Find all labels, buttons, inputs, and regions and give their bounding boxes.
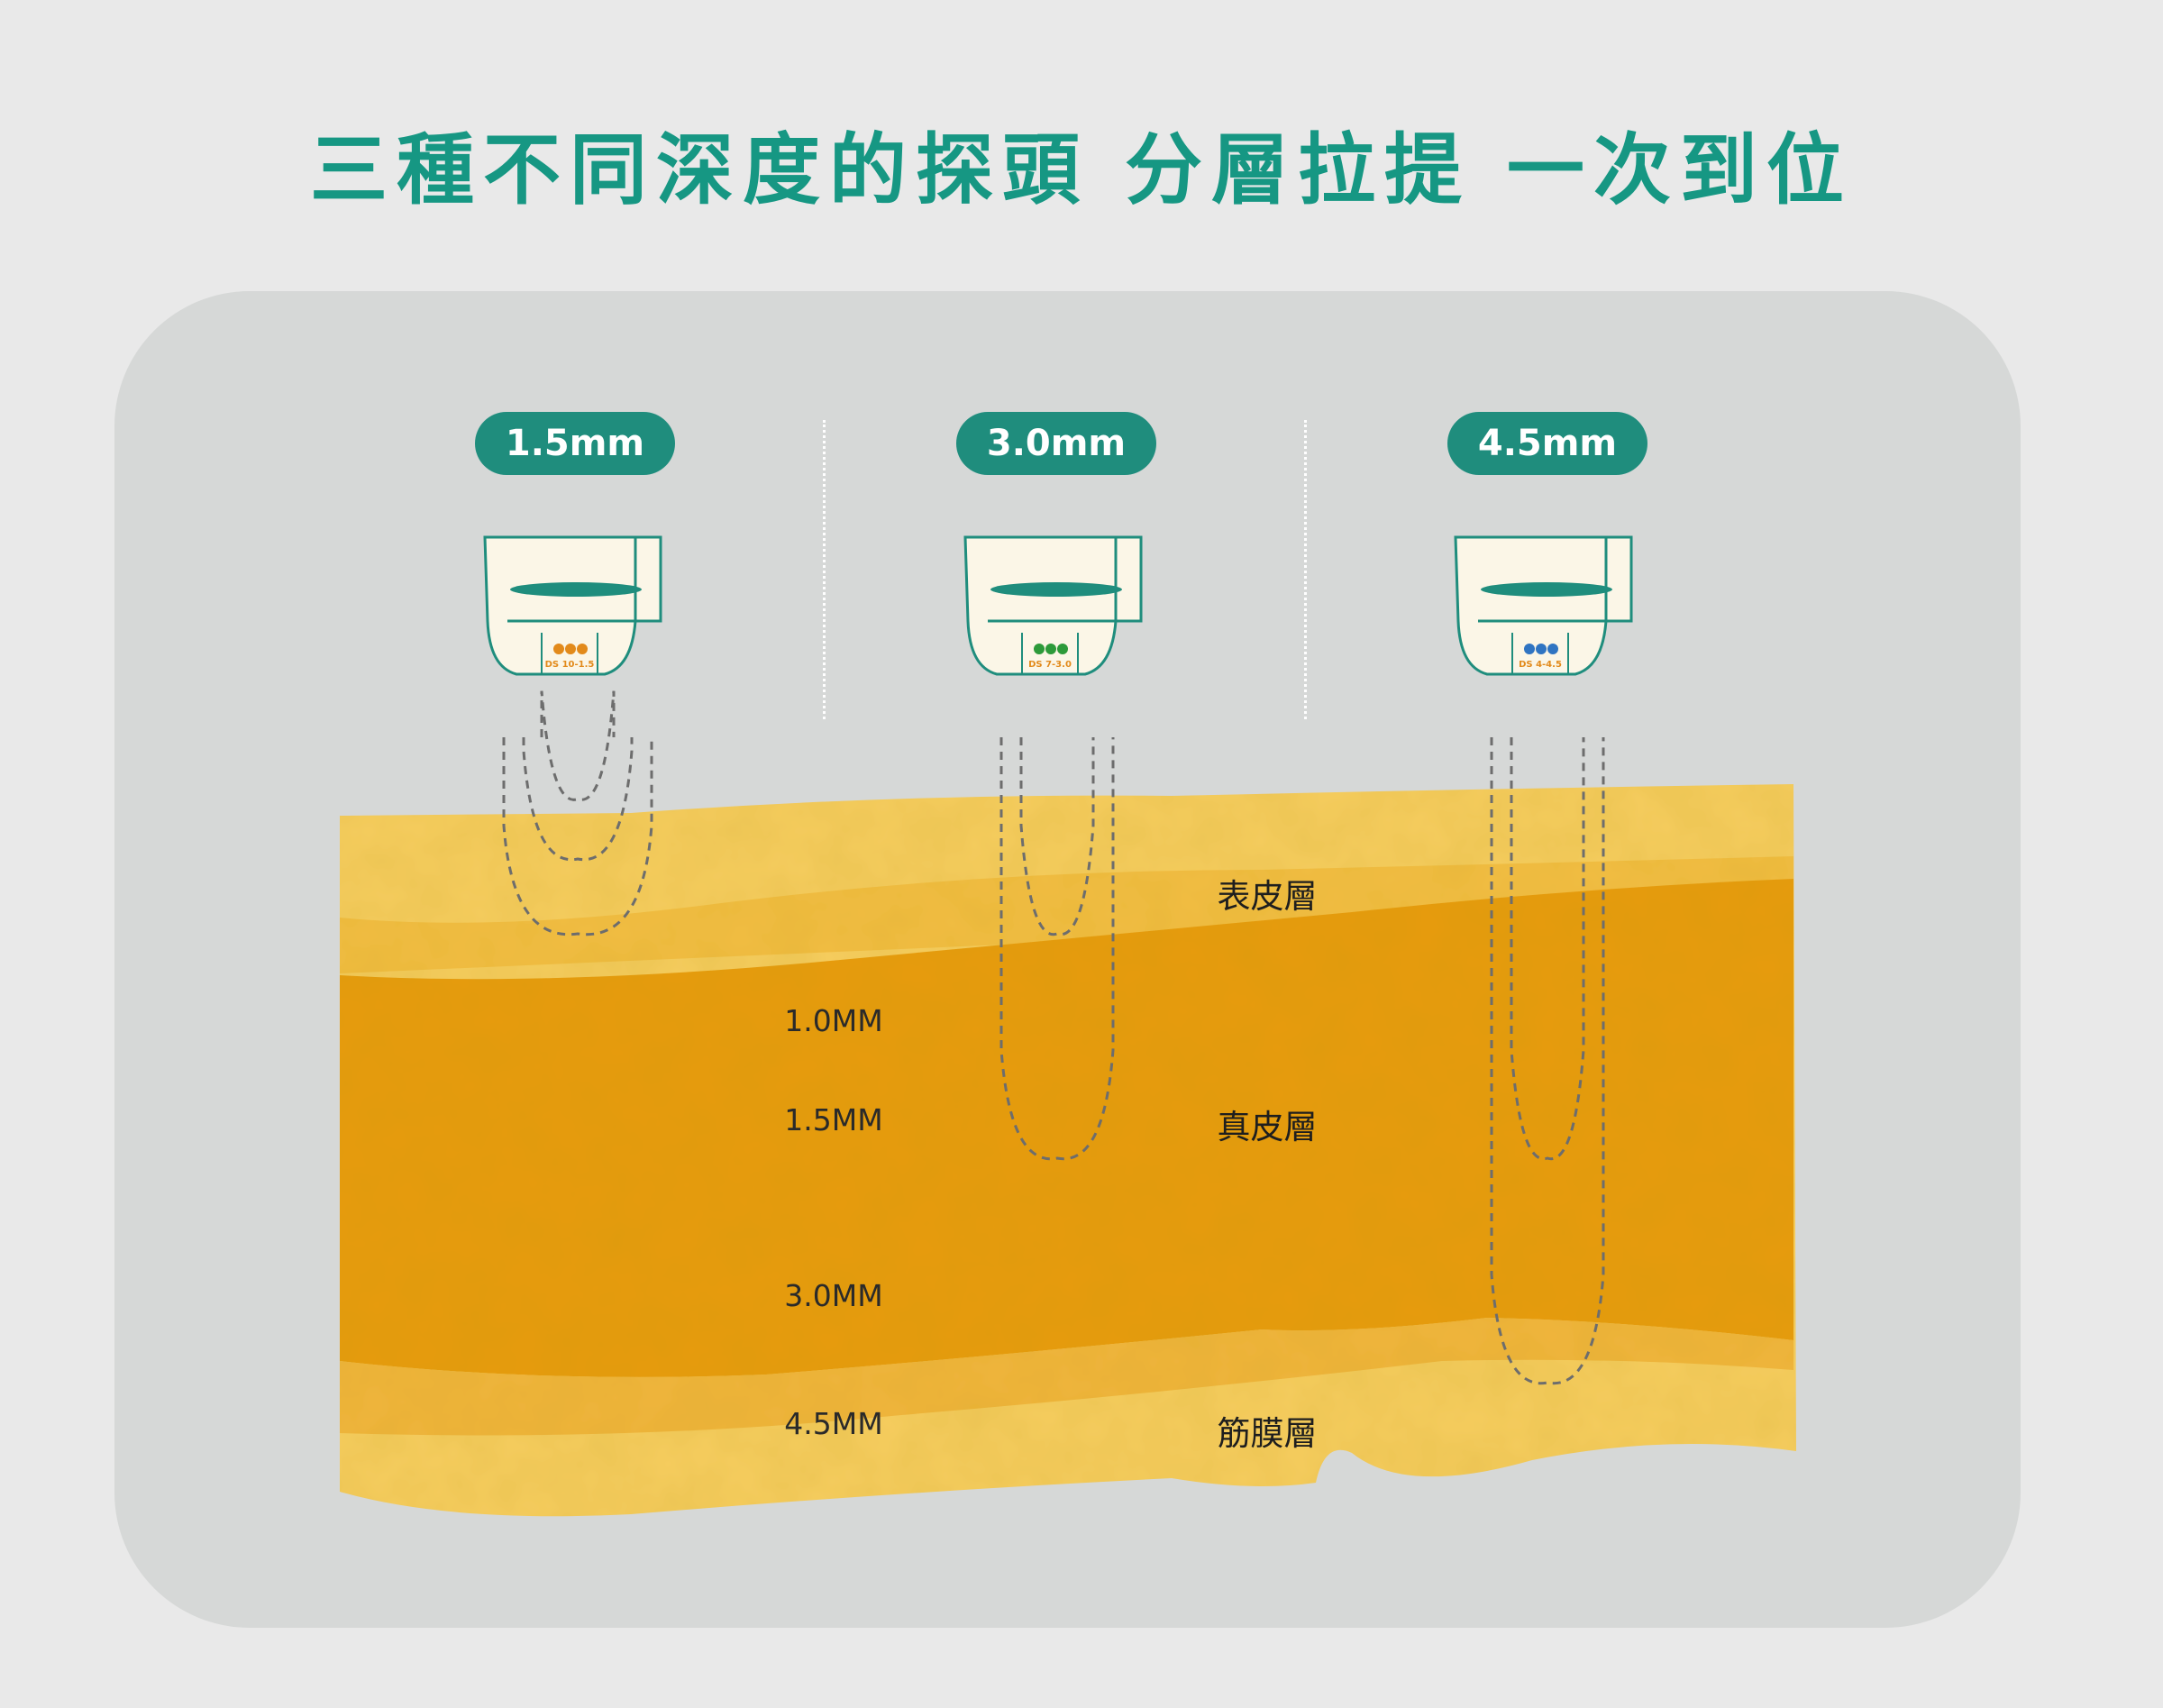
indicator-dot bbox=[1057, 644, 1068, 654]
indicator-dot bbox=[577, 644, 588, 654]
layer-label-epidermis: 表皮層 bbox=[1217, 877, 1318, 916]
layer-label-dermis: 真皮層 bbox=[1217, 1108, 1318, 1146]
indicator-dot bbox=[1045, 644, 1056, 654]
focal-curve-1-3 bbox=[502, 737, 653, 936]
focal-curve-2-1 bbox=[1019, 737, 1095, 936]
indicator-dot bbox=[1034, 644, 1045, 654]
indicator-dot bbox=[553, 644, 564, 654]
divider-2 bbox=[1304, 420, 1307, 719]
epidermis-layer bbox=[340, 856, 1793, 973]
depth-label-4: 4.5MM bbox=[784, 1406, 883, 1441]
depth-label-2: 1.5MM bbox=[784, 1102, 883, 1137]
depth-pill-3: 4.5mm bbox=[1447, 412, 1647, 475]
dermis-layer bbox=[340, 879, 1793, 1377]
focal-curve-3-2 bbox=[1490, 737, 1605, 1385]
indicator-dot bbox=[1536, 644, 1547, 654]
fascia-layer bbox=[340, 1318, 1793, 1436]
page-title: 三種不同深度的探頭 分層拉提 一次到位 bbox=[310, 125, 1853, 215]
depth-pill-1: 1.5mm bbox=[475, 412, 675, 475]
probe-head-1: DS 10-1.5 bbox=[483, 535, 662, 676]
probe-label: DS 10-1.5 bbox=[545, 660, 595, 670]
focal-curve-1-1 bbox=[540, 690, 616, 801]
depth-label-1: 1.0MM bbox=[784, 1003, 883, 1038]
focal-curve-1-2 bbox=[522, 737, 634, 862]
probe-head-3: DS 4-4.5 bbox=[1454, 535, 1633, 676]
probe-label: DS 4-4.5 bbox=[1519, 660, 1562, 670]
focal-curves bbox=[502, 690, 1605, 1385]
indicator-dot bbox=[1547, 644, 1558, 654]
probe-head-2: DS 7-3.0 bbox=[963, 535, 1143, 676]
layer-label-fascia: 筋膜層 bbox=[1217, 1414, 1318, 1453]
probe-label: DS 7-3.0 bbox=[1028, 660, 1072, 670]
indicator-dot bbox=[565, 644, 576, 654]
depth-label-3: 3.0MM bbox=[784, 1278, 883, 1313]
indicator-dot bbox=[1524, 644, 1535, 654]
focal-curve-2-2 bbox=[999, 737, 1115, 1161]
depth-pill-2: 3.0mm bbox=[956, 412, 1156, 475]
divider-1 bbox=[823, 420, 826, 719]
focal-curve-3-1 bbox=[1510, 737, 1585, 1161]
